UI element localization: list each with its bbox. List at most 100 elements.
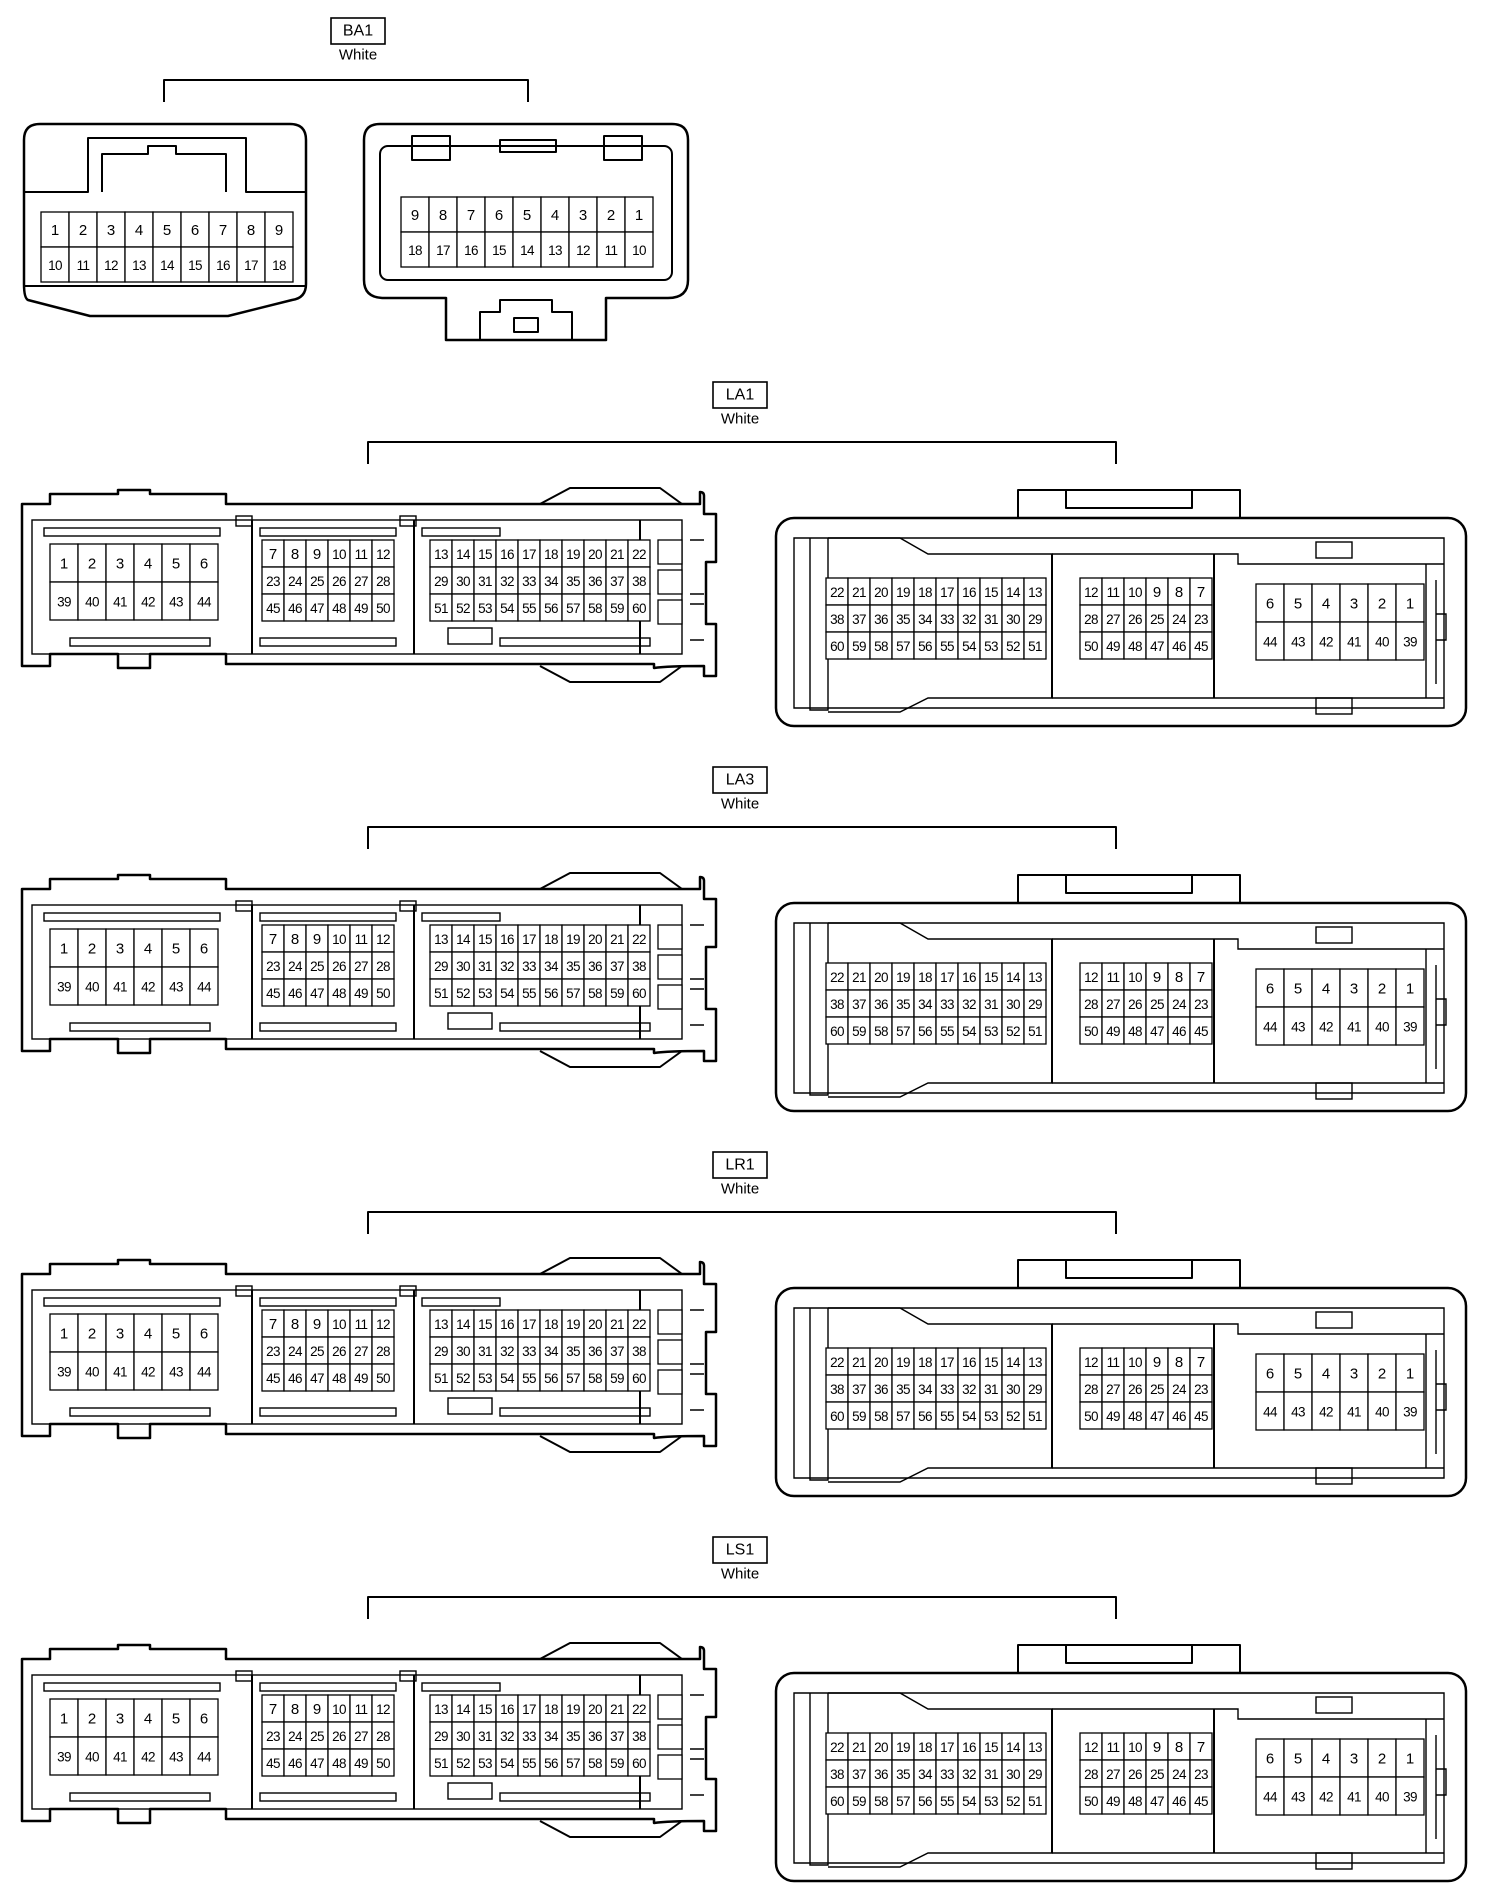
pin-label: 56 — [918, 1409, 932, 1424]
pin-cell — [568, 231, 598, 268]
left-slot — [69, 637, 211, 647]
pin-label: 53 — [984, 1409, 998, 1424]
pin-label: 27 — [354, 1729, 368, 1744]
pin-label: 56 — [918, 1794, 932, 1809]
left-slot — [447, 627, 493, 645]
pin-label: 32 — [500, 574, 514, 589]
pin-label: 34 — [544, 1729, 559, 1744]
left-side-cell — [657, 1694, 683, 1720]
pin-label: 46 — [288, 986, 302, 1001]
ba1-right-lock — [479, 299, 573, 340]
pin-label: 23 — [266, 959, 280, 974]
pin-label: 14 — [160, 258, 175, 273]
pin-label: 31 — [984, 1767, 998, 1782]
pin-label: 13 — [1028, 1740, 1042, 1755]
pin-label: 21 — [610, 1317, 624, 1332]
pin-label: 50 — [1084, 639, 1098, 654]
pin-label: 4 — [144, 1326, 152, 1343]
left-side-cell — [657, 1339, 683, 1365]
pin-cell — [77, 966, 107, 1006]
pin-label: 28 — [1084, 1382, 1098, 1397]
pin-label: 29 — [434, 959, 448, 974]
pin-label: 60 — [632, 986, 646, 1001]
pin-label: 36 — [874, 997, 888, 1012]
ba1-right-tab — [411, 135, 451, 161]
pin-label: 26 — [1128, 1382, 1142, 1397]
pin-label: 17 — [940, 970, 954, 985]
pin-cell — [1189, 631, 1213, 660]
pin-label: 7 — [1197, 1354, 1205, 1371]
pin-label: 32 — [962, 997, 976, 1012]
pin-label: 54 — [500, 601, 515, 616]
pin-label: 39 — [57, 595, 71, 610]
pin-label: 11 — [1107, 585, 1120, 600]
pin-label: 52 — [456, 1371, 470, 1386]
pin-label: 44 — [197, 980, 212, 995]
pin-label: 14 — [456, 1317, 471, 1332]
pin-label: 11 — [77, 258, 90, 273]
connector-code-box — [712, 381, 768, 409]
pin-label: 19 — [566, 547, 580, 562]
pin-label: 52 — [1006, 1024, 1020, 1039]
pin-label: 38 — [632, 1344, 646, 1359]
pin-label: 58 — [874, 1794, 888, 1809]
right-inner — [793, 537, 1445, 709]
bracket-line — [367, 826, 1117, 849]
pin-label: 33 — [940, 612, 954, 627]
bracket-line — [163, 79, 529, 102]
pin-cell — [1339, 1391, 1369, 1431]
pin-label: 45 — [266, 601, 280, 616]
pin-label: 49 — [354, 1756, 368, 1771]
pin-label: 57 — [566, 986, 580, 1001]
pin-label: 9 — [313, 931, 321, 948]
ba1-left-latch — [24, 137, 306, 193]
pin-label: 26 — [1128, 1767, 1142, 1782]
pin-label: 33 — [522, 574, 536, 589]
connector-color: White — [721, 1566, 759, 1583]
pin-label: 7 — [219, 222, 227, 239]
pin-label: 27 — [354, 574, 368, 589]
pin-label: 17 — [522, 932, 536, 947]
pin-label: 46 — [1172, 639, 1186, 654]
pin-cell — [161, 1698, 191, 1738]
pin-label: 8 — [439, 207, 447, 224]
pin-label: 39 — [1403, 1405, 1417, 1420]
right-right-rail — [1425, 949, 1437, 1083]
pin-label: 1 — [60, 941, 68, 958]
right-right-rail — [1425, 564, 1437, 698]
left-slot — [69, 1022, 211, 1032]
pin-label: 56 — [918, 1024, 932, 1039]
pin-label: 3 — [116, 556, 124, 573]
right-top-lock — [1017, 1644, 1241, 1673]
pin-label: 35 — [896, 612, 910, 627]
pin-label: 3 — [579, 207, 587, 224]
left-side-cell — [657, 1754, 683, 1780]
pin-label: 49 — [1106, 639, 1120, 654]
left-slot — [259, 1022, 397, 1032]
pin-label: 24 — [288, 1729, 303, 1744]
pin-label: 3 — [116, 1711, 124, 1728]
right-top-lock-inner — [1065, 875, 1193, 894]
pin-cell — [208, 211, 238, 248]
connector-code: LA1 — [726, 387, 755, 404]
pin-label: 55 — [522, 601, 536, 616]
pin-label: 43 — [1291, 635, 1305, 650]
ba1-left-latch-inner — [101, 145, 227, 192]
pin-label: 50 — [376, 1756, 390, 1771]
pin-label: 39 — [57, 980, 71, 995]
pin-cell — [627, 593, 651, 622]
pin-label: 7 — [269, 1316, 277, 1333]
left-slot — [259, 637, 397, 647]
pin-label: 55 — [940, 1409, 954, 1424]
pin-cell — [77, 1313, 107, 1353]
pin-label: 31 — [478, 574, 492, 589]
pin-label: 47 — [310, 1371, 324, 1386]
pin-label: 32 — [962, 612, 976, 627]
pin-label: 1 — [1406, 1366, 1414, 1383]
pin-label: 16 — [962, 970, 976, 985]
pin-label: 5 — [172, 1711, 180, 1728]
